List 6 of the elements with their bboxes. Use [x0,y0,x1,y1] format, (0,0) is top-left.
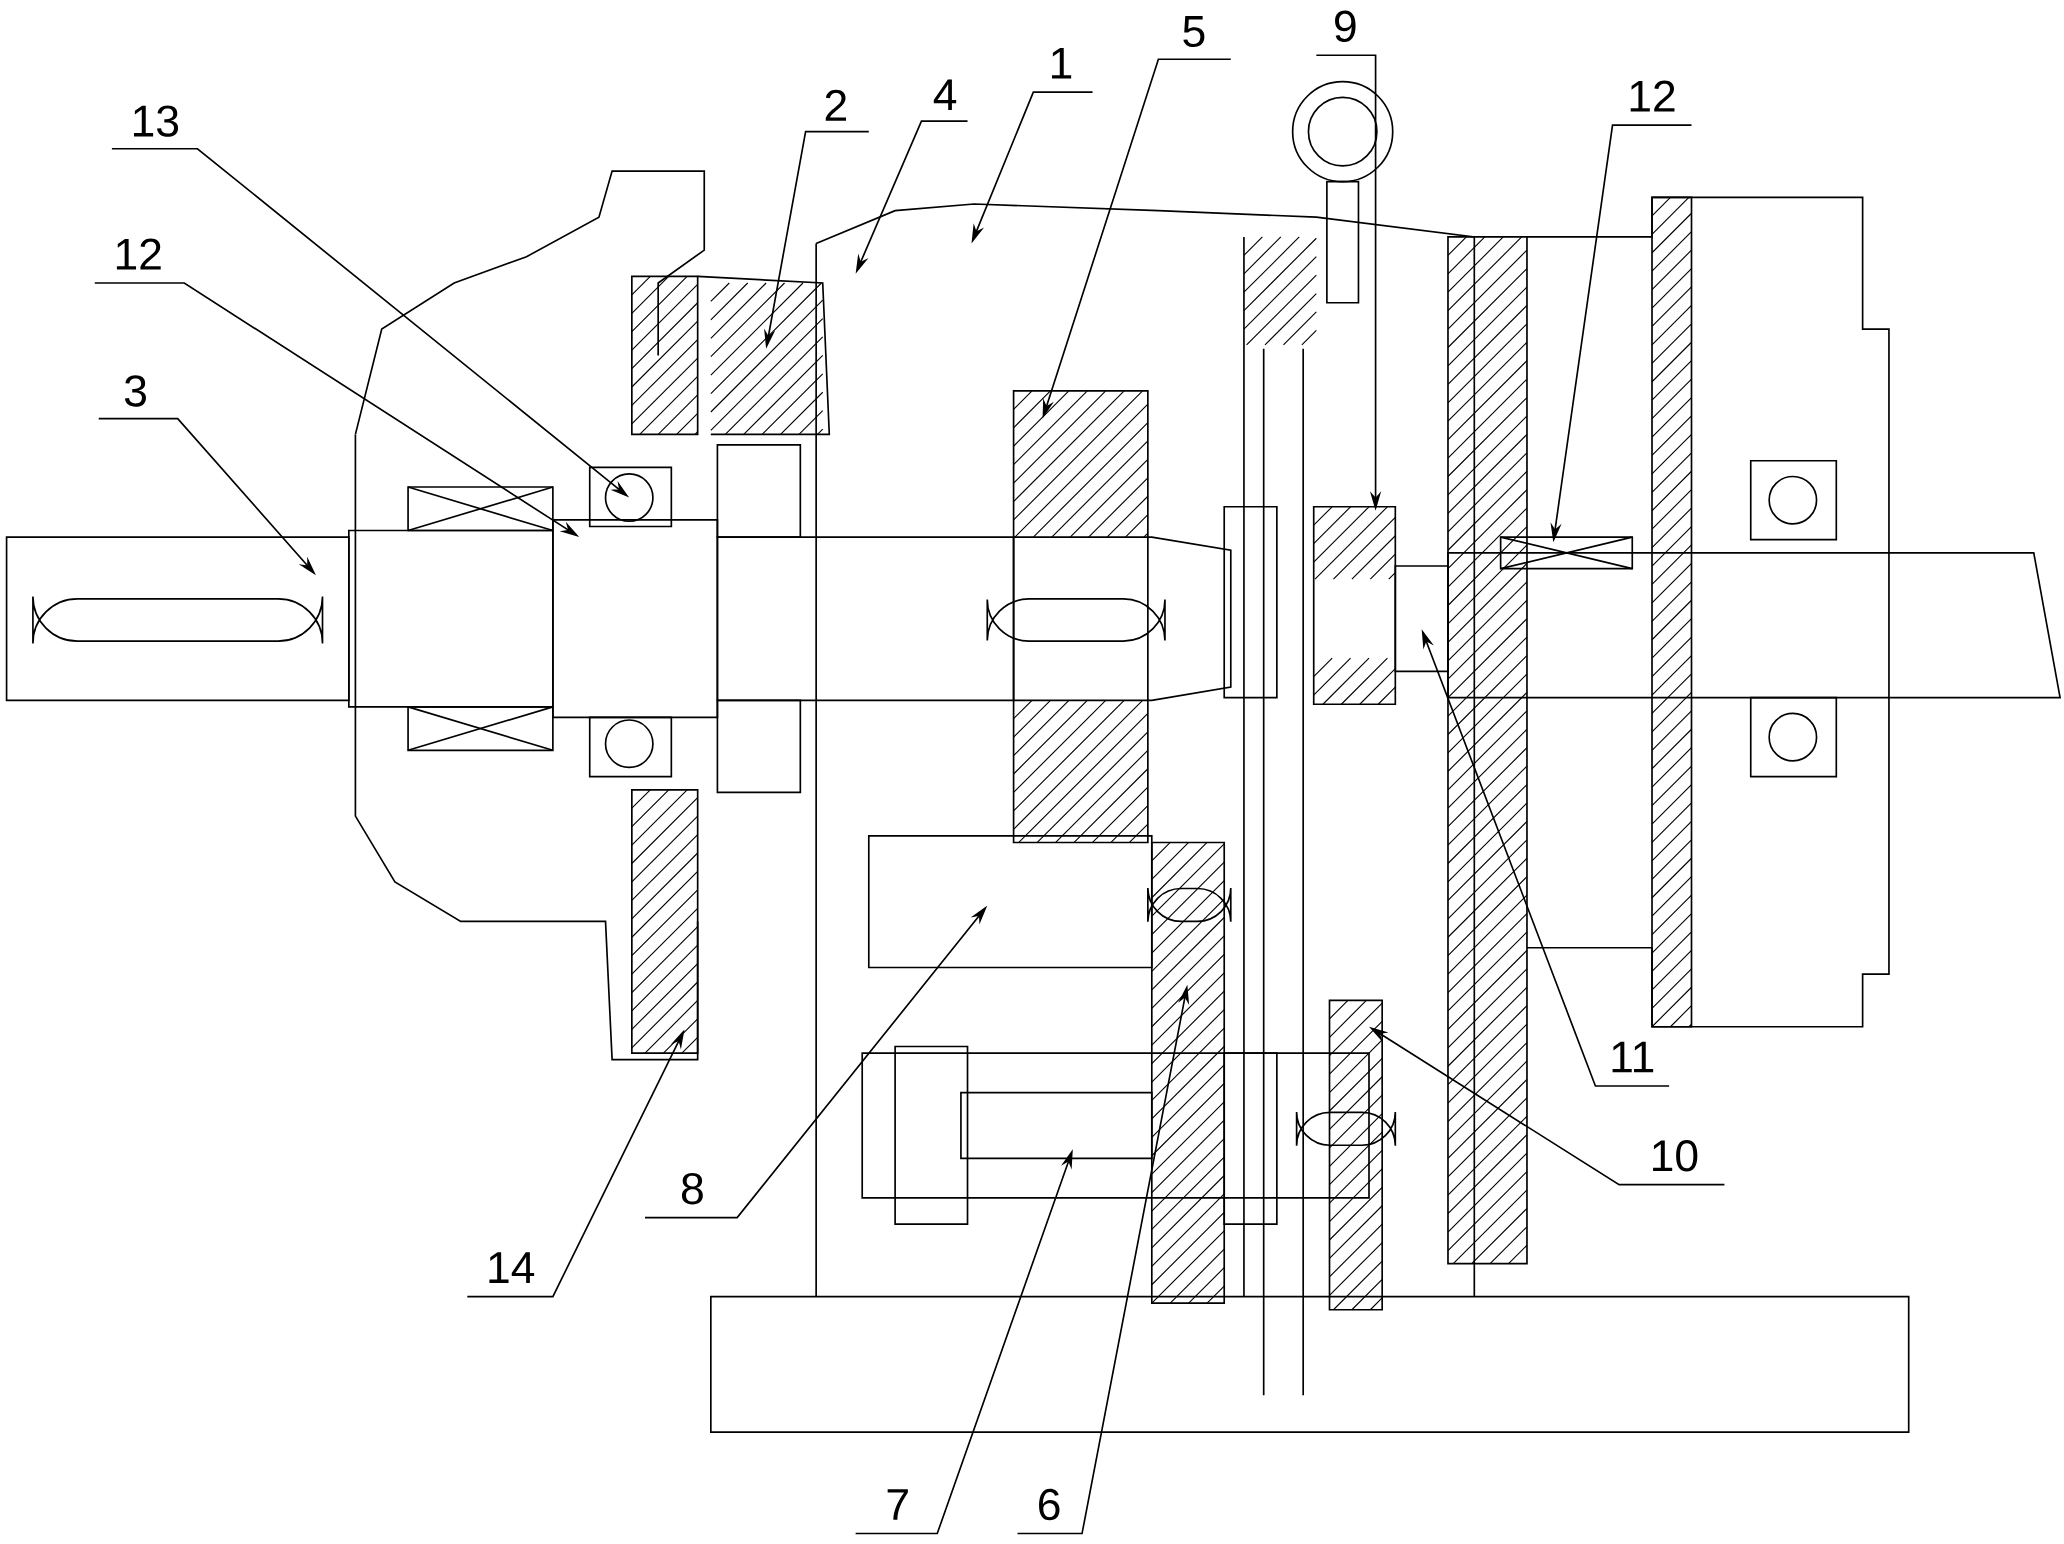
callout-number: 5 [1183,16,1205,48]
gearbox-drawing [5,80,2062,1433]
callout-number: 1 [1052,47,1072,79]
callout-number: 7 [887,1489,908,1520]
callout-number: 9 [1335,10,1356,43]
callout-number: 6 [1039,1488,1060,1521]
